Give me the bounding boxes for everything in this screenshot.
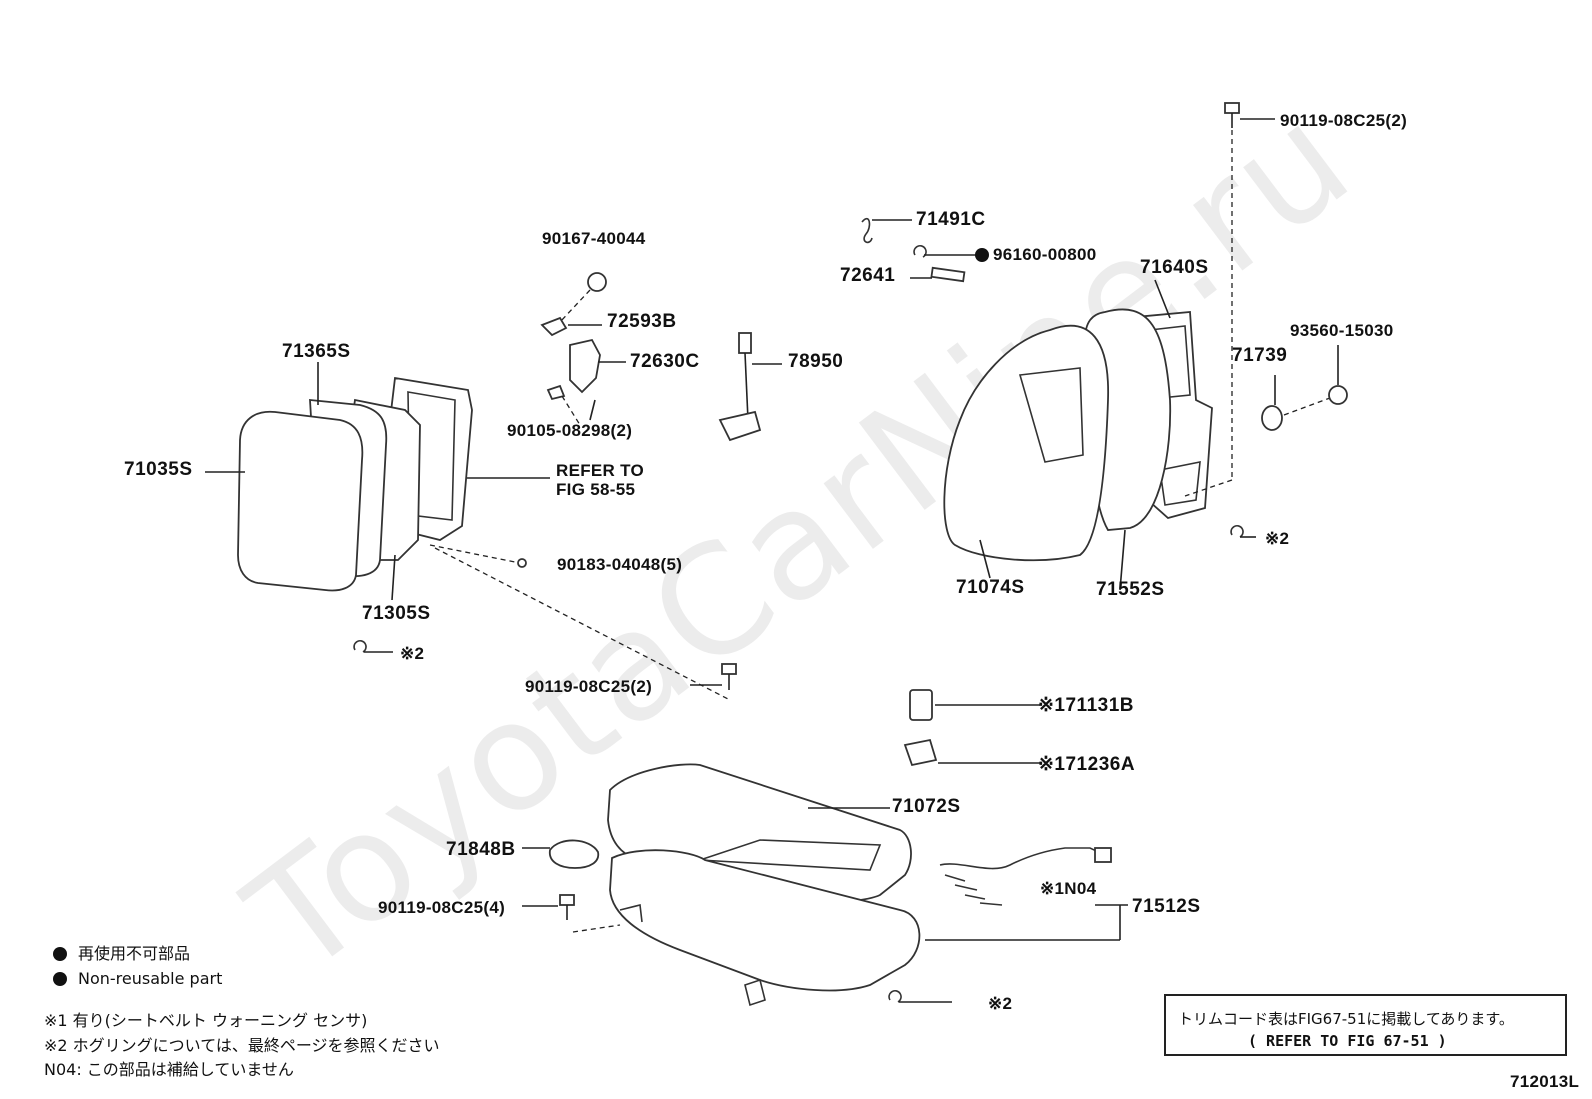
bolt-90119-top [1224, 102, 1240, 128]
callout-90167: 90167-40044 [542, 229, 646, 248]
callout-71640s: 71640S [1140, 257, 1209, 278]
callout-71305s: 71305S [362, 603, 431, 624]
callout-72593b: 72593B [607, 311, 677, 332]
callout-72641: 72641 [840, 265, 896, 286]
figure-code: 712013L [1510, 1072, 1580, 1091]
callout-71491c: 71491C [916, 209, 986, 230]
pin-71739 [1261, 405, 1283, 431]
callout-90119-low: 90119-08C25(4) [378, 898, 506, 917]
callout-71074s: 71074S [956, 577, 1025, 598]
seatback-cover-71035s [237, 410, 364, 592]
callout-90119-mid: 90119-08C25(2) [525, 677, 653, 696]
legend-note-1: ※1 有り(シートベルト ウォーニング センサ) [44, 1011, 368, 1030]
callout-93560: 93560-15030 [1290, 321, 1394, 340]
callout-72630c: 72630C [630, 351, 700, 372]
callout-hog-bottom: ※2 [988, 994, 1013, 1013]
callout-n04: ※1N04 [1040, 879, 1097, 898]
callout-71072s: 71072S [892, 796, 961, 817]
callout-90183: 90183-04048(5) [557, 555, 683, 574]
callout-90105: 90105-08298(2) [507, 421, 633, 440]
callout-refer-l1: REFER TO [556, 461, 645, 480]
callout-96160: 96160-00800 [993, 245, 1097, 264]
reference-box: トリムコード表はFIG67-51に掲載してあります。 ( REFER TO FI… [1164, 994, 1567, 1056]
callout-71236a: ※171236A [1038, 754, 1136, 775]
callout-71365s: 71365S [282, 341, 351, 362]
callout-78950: 78950 [788, 351, 844, 372]
callout-71035s: 71035S [124, 459, 193, 480]
reference-box-line-2: ( REFER TO FIG 67-51 ) [1248, 1032, 1447, 1050]
callout-hog-left: ※2 [400, 644, 425, 663]
callout-71552s: 71552S [1096, 579, 1165, 600]
callout-90119-top: 90119-08C25(2) [1280, 111, 1408, 130]
callout-71739: 71739 [1232, 345, 1288, 366]
callout-71131b: ※171131B [1038, 695, 1134, 716]
legend-nonreusable-en: Non-reusable part [78, 969, 223, 988]
callout-71848b: 71848B [446, 839, 516, 860]
legend-note-2: ※2 ホグリングについては、最終ページを参照ください [44, 1036, 440, 1055]
seat-frame-71512s [609, 849, 921, 1007]
legend-nonreusable-jp: 再使用不可部品 [78, 944, 191, 963]
legend-note-3: N04: この部品は補給していません [44, 1060, 294, 1079]
callout-hog-right: ※2 [1265, 529, 1290, 548]
callout-71512s: 71512S [1132, 896, 1201, 917]
reference-box-line-1: トリムコード表はFIG67-51に掲載してあります。 [1178, 1010, 1514, 1028]
callout-refer-l2: FIG 58-55 [556, 480, 636, 499]
seatback-cover-71074s [943, 324, 1109, 562]
